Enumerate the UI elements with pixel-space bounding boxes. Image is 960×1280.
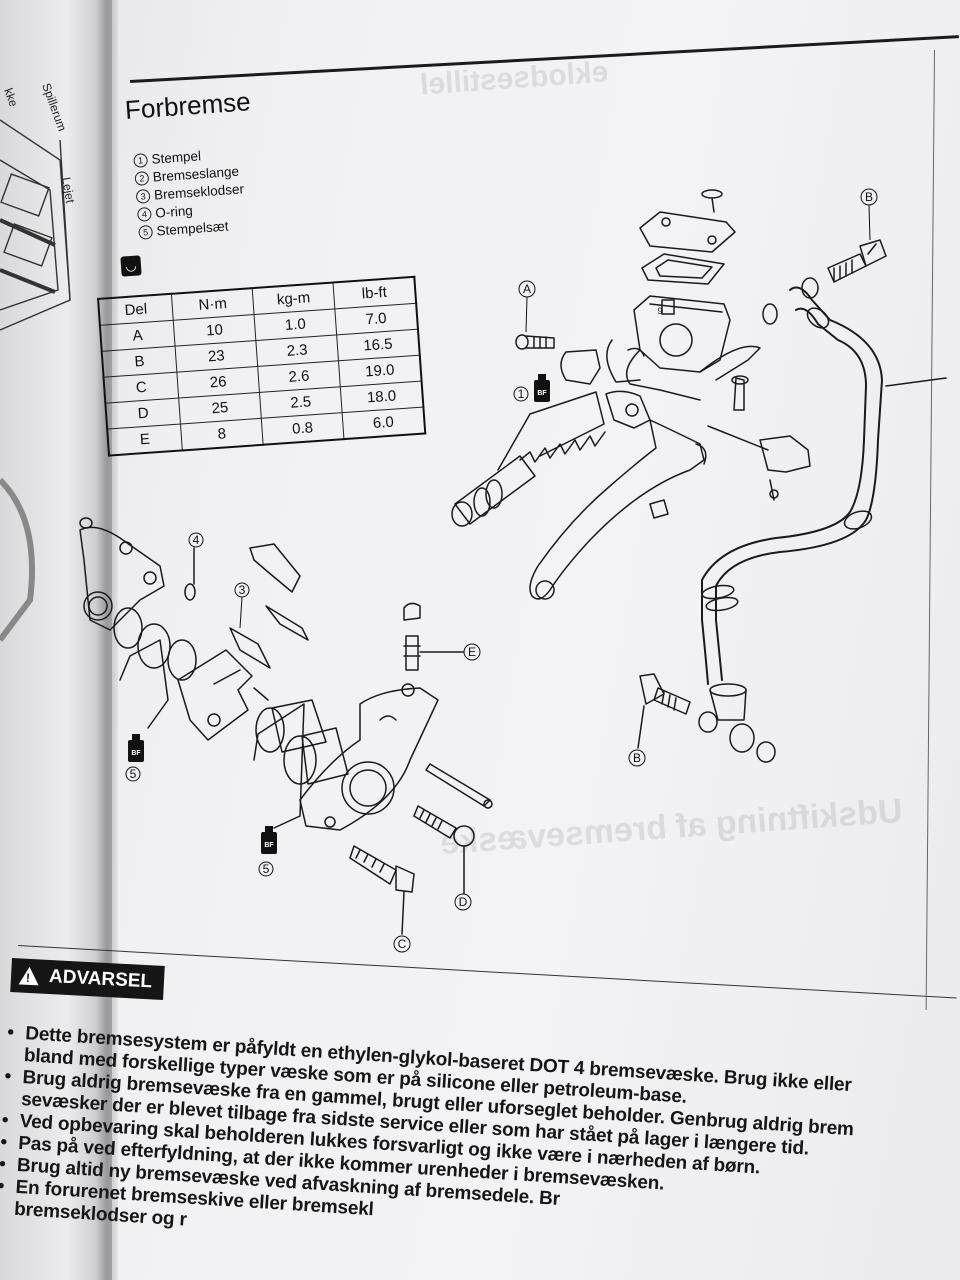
callout-D: D <box>454 893 472 911</box>
callout-1: 1 <box>513 386 529 402</box>
callout-3-label: 3 <box>239 583 246 597</box>
callout-E-label: E <box>468 645 476 659</box>
brake-lever <box>529 419 707 600</box>
left-fragment-1: kke <box>1 86 21 109</box>
left-page-drawing: kke Spillerum Lejet <box>0 81 77 642</box>
lever-pivot-bolt <box>731 375 749 411</box>
bleeder-valve <box>403 602 465 671</box>
reservoir-number: 9 <box>657 306 662 316</box>
piston-spring <box>519 431 606 463</box>
callout-5-right: 5 <box>258 861 274 877</box>
caliper-bolt-D <box>413 805 475 895</box>
bf-bottle-icon: BF <box>261 826 277 854</box>
callout-D-label: D <box>459 895 468 909</box>
bf-bottle-icon: BF <box>534 374 550 402</box>
pad-spring <box>249 543 309 641</box>
warning-text: •Dette bremsesystem er påfyldt en ethyle… <box>0 1022 960 1280</box>
piston-seals <box>113 607 197 681</box>
exploded-brake-diagram: A B B C D E <box>79 188 947 953</box>
callout-B-lower: B <box>628 749 646 767</box>
callout-5-left-label: 5 <box>130 767 137 781</box>
bf-label: BF <box>131 750 141 757</box>
left-fragment-3: Lejet <box>59 176 77 205</box>
brake-hose <box>701 286 883 753</box>
hose-leader <box>885 377 947 387</box>
brake-pads <box>177 627 271 741</box>
callout-A-label: A <box>523 282 531 296</box>
callout-B-upper: B <box>860 188 878 241</box>
caliper-pistons <box>255 699 349 785</box>
callout-5-right-label: 5 <box>263 862 270 876</box>
bf-label: BF <box>264 842 274 849</box>
banjo-bolt-upper <box>827 239 887 283</box>
callout-C: C <box>393 935 411 953</box>
washers-upper <box>762 277 819 325</box>
callout-1-label: 1 <box>518 387 525 401</box>
callout-4-label: 4 <box>193 533 200 547</box>
callout-C-label: C <box>398 937 407 951</box>
reservoir-diaphragm <box>641 253 725 285</box>
piston-assembly <box>451 455 536 527</box>
callout-A: A <box>518 280 536 333</box>
reservoir-cover <box>639 211 736 253</box>
bf-leader-caliper <box>119 639 305 829</box>
callout-3: 3 <box>234 582 250 629</box>
warning-badge-label: ADVARSEL <box>48 965 153 993</box>
warning-triangle-icon: ! <box>18 966 40 986</box>
master-cylinder-clamp <box>560 349 651 429</box>
o-ring <box>184 547 196 601</box>
reservoir-screw <box>701 189 723 213</box>
lever-nut <box>649 499 669 519</box>
bf-leader <box>497 391 605 471</box>
banjo-bolt-lower <box>637 673 776 763</box>
callout-B-upper-label: B <box>865 190 873 204</box>
brake-light-switch <box>707 425 811 501</box>
caliper-bolt-C <box>349 845 415 935</box>
master-cylinder <box>606 295 761 401</box>
left-page-edge: kke Spillerum Lejet <box>0 0 112 1280</box>
bolt-A <box>515 334 555 350</box>
callout-5-left: 5 <box>125 766 141 782</box>
callout-E: E <box>463 643 481 661</box>
callout-B-lower-label: B <box>633 751 641 765</box>
caliper-body <box>299 683 439 831</box>
caliper-bracket <box>79 517 165 631</box>
callout-4: 4 <box>188 532 204 548</box>
bf-bottle-icon: BF <box>128 734 144 762</box>
bf-label: BF <box>537 390 547 397</box>
book-gutter-shadow <box>96 0 118 1280</box>
pad-pin <box>425 763 493 809</box>
